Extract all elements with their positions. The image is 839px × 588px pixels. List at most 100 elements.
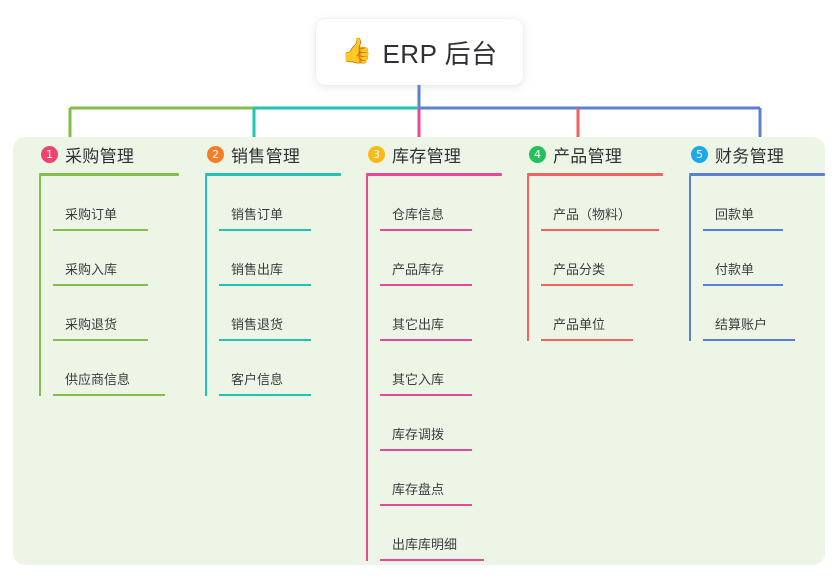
branch-leaf-item[interactable]: 库存调拨 bbox=[380, 396, 502, 451]
branch-leaf-rule bbox=[53, 339, 148, 341]
branch-leaf-label: 采购退货 bbox=[65, 317, 118, 332]
branch-index-badge: 3 bbox=[368, 145, 385, 163]
branch-column-采购管理[interactable]: 1 采购管理采购订单采购入库采购退货供应商信息 bbox=[39, 137, 179, 396]
branch-leaf-item[interactable]: 销售退货 bbox=[219, 286, 341, 341]
branch-leaf-rule bbox=[380, 229, 472, 231]
branch-index-badge: 4 bbox=[529, 145, 546, 163]
branch-leaf-item[interactable]: 结算账户 bbox=[703, 286, 825, 341]
branch-leaf-rule bbox=[703, 339, 795, 341]
branch-leaf-rule bbox=[380, 284, 472, 286]
branch-leaf-label: 库存调拨 bbox=[392, 427, 445, 442]
branch-leaf-item[interactable]: 库存盘点 bbox=[380, 451, 502, 506]
branch-header[interactable]: 2 销售管理 bbox=[205, 137, 341, 171]
branch-leaf-rule bbox=[219, 284, 311, 286]
branch-leaf-item[interactable]: 回款单 bbox=[703, 176, 825, 231]
branch-leaf-rule bbox=[219, 339, 311, 341]
branch-leaf-item[interactable]: 销售出库 bbox=[219, 231, 341, 286]
branch-leaf-rule bbox=[219, 394, 311, 396]
branch-index-badge: 2 bbox=[207, 145, 224, 163]
branch-leaf-rule bbox=[380, 559, 484, 561]
branch-leaf-label: 其它出库 bbox=[392, 317, 445, 332]
branch-trunk-line bbox=[527, 176, 529, 341]
branch-leaf-rule bbox=[541, 284, 633, 286]
branch-header-rule bbox=[366, 173, 502, 176]
branch-leaf-label: 客户信息 bbox=[231, 372, 284, 387]
branch-title: 财务管理 bbox=[715, 146, 785, 166]
root-node[interactable]: 👍 ERP 后台 bbox=[316, 19, 523, 85]
branch-leaf-item[interactable]: 采购订单 bbox=[53, 176, 179, 231]
branch-leaf-item[interactable]: 采购入库 bbox=[53, 231, 179, 286]
branch-leaf-rule bbox=[380, 504, 472, 506]
branch-leaf-item[interactable]: 供应商信息 bbox=[53, 341, 179, 396]
branch-leaf-item[interactable]: 仓库信息 bbox=[380, 176, 502, 231]
branch-leaf-label: 产品分类 bbox=[553, 262, 606, 277]
branch-header-rule bbox=[205, 173, 341, 176]
branch-leaf-rule bbox=[380, 394, 472, 396]
branch-header[interactable]: 1 采购管理 bbox=[39, 137, 179, 171]
branch-body: 产品（物料） 产品分类产品单位 bbox=[527, 176, 663, 341]
branch-leaf-label: 采购入库 bbox=[65, 262, 118, 277]
branch-leaf-label: 产品库存 bbox=[392, 262, 445, 277]
branch-leaf-label: 销售订单 bbox=[231, 207, 284, 222]
branch-header[interactable]: 3 库存管理 bbox=[366, 137, 502, 171]
branch-leaf-item[interactable]: 销售订单 bbox=[219, 176, 341, 231]
branch-column-库存管理[interactable]: 3 库存管理仓库信息产品库存其它出库其它入库库存调拨库存盘点出库库明细 bbox=[366, 137, 502, 561]
branch-leaf-rule bbox=[53, 284, 148, 286]
branch-columns: 1 采购管理采购订单采购入库采购退货供应商信息 2 销售管理销售订单销售出库销售退货客… bbox=[13, 137, 825, 565]
branch-leaf-label: 产品单位 bbox=[553, 317, 606, 332]
branch-leaf-label: 产品（物料） bbox=[553, 207, 632, 222]
branch-leaf-label: 库存盘点 bbox=[392, 482, 445, 497]
branch-leaf-label: 出库库明细 bbox=[392, 537, 458, 552]
branch-leaf-label: 采购订单 bbox=[65, 207, 118, 222]
branch-trunk-line bbox=[366, 176, 368, 561]
branch-header-rule bbox=[527, 173, 663, 176]
branch-leaf-item[interactable]: 采购退货 bbox=[53, 286, 179, 341]
branch-trunk-line bbox=[205, 176, 207, 396]
branch-leaf-item[interactable]: 付款单 bbox=[703, 231, 825, 286]
branch-trunk-line bbox=[39, 176, 41, 396]
branch-header-rule bbox=[39, 173, 179, 176]
branch-leaf-item[interactable]: 其它出库 bbox=[380, 286, 502, 341]
branch-leaf-item[interactable]: 其它入库 bbox=[380, 341, 502, 396]
branch-title: 采购管理 bbox=[65, 146, 135, 166]
branch-leaf-label: 仓库信息 bbox=[392, 207, 445, 222]
branch-leaf-item[interactable]: 产品分类 bbox=[541, 231, 663, 286]
branch-leaf-label: 供应商信息 bbox=[65, 372, 131, 387]
branch-leaf-label: 回款单 bbox=[715, 207, 755, 222]
branch-body: 回款单付款单结算账户 bbox=[689, 176, 825, 341]
branch-body: 销售订单销售出库销售退货客户信息 bbox=[205, 176, 341, 396]
branch-leaf-label: 销售出库 bbox=[231, 262, 284, 277]
branch-header[interactable]: 5 财务管理 bbox=[689, 137, 825, 171]
branch-leaf-rule bbox=[380, 339, 472, 341]
branch-index-badge: 5 bbox=[691, 145, 708, 163]
branch-leaf-rule bbox=[541, 339, 633, 341]
branch-body: 采购订单采购入库采购退货供应商信息 bbox=[39, 176, 179, 396]
branch-column-财务管理[interactable]: 5 财务管理回款单付款单结算账户 bbox=[689, 137, 825, 341]
branch-leaf-rule bbox=[219, 229, 311, 231]
branch-leaf-rule bbox=[53, 229, 148, 231]
root-title: ERP 后台 bbox=[382, 38, 498, 69]
branch-leaf-label: 其它入库 bbox=[392, 372, 445, 387]
branch-leaf-rule bbox=[703, 229, 783, 231]
branch-leaf-item[interactable]: 产品（物料） bbox=[541, 176, 663, 231]
branch-title: 销售管理 bbox=[231, 146, 301, 166]
branch-leaf-label: 付款单 bbox=[715, 262, 755, 277]
branch-index-badge: 1 bbox=[41, 145, 58, 163]
branch-header-rule bbox=[689, 173, 825, 176]
branch-leaf-item[interactable]: 产品单位 bbox=[541, 286, 663, 341]
branch-leaf-rule bbox=[53, 394, 165, 396]
branch-leaf-item[interactable]: 客户信息 bbox=[219, 341, 341, 396]
branch-leaf-item[interactable]: 出库库明细 bbox=[380, 506, 502, 561]
branch-leaf-rule bbox=[380, 449, 472, 451]
branch-leaf-label: 销售退货 bbox=[231, 317, 284, 332]
branch-leaf-rule bbox=[541, 229, 659, 231]
branch-leaf-label: 结算账户 bbox=[715, 317, 768, 332]
branch-leaf-item[interactable]: 产品库存 bbox=[380, 231, 502, 286]
thumbs-up-icon: 👍 bbox=[341, 36, 373, 65]
branch-title: 库存管理 bbox=[392, 146, 462, 166]
branch-leaf-rule bbox=[703, 284, 783, 286]
branch-column-销售管理[interactable]: 2 销售管理销售订单销售出库销售退货客户信息 bbox=[205, 137, 341, 396]
branch-body: 仓库信息产品库存其它出库其它入库库存调拨库存盘点出库库明细 bbox=[366, 176, 502, 561]
